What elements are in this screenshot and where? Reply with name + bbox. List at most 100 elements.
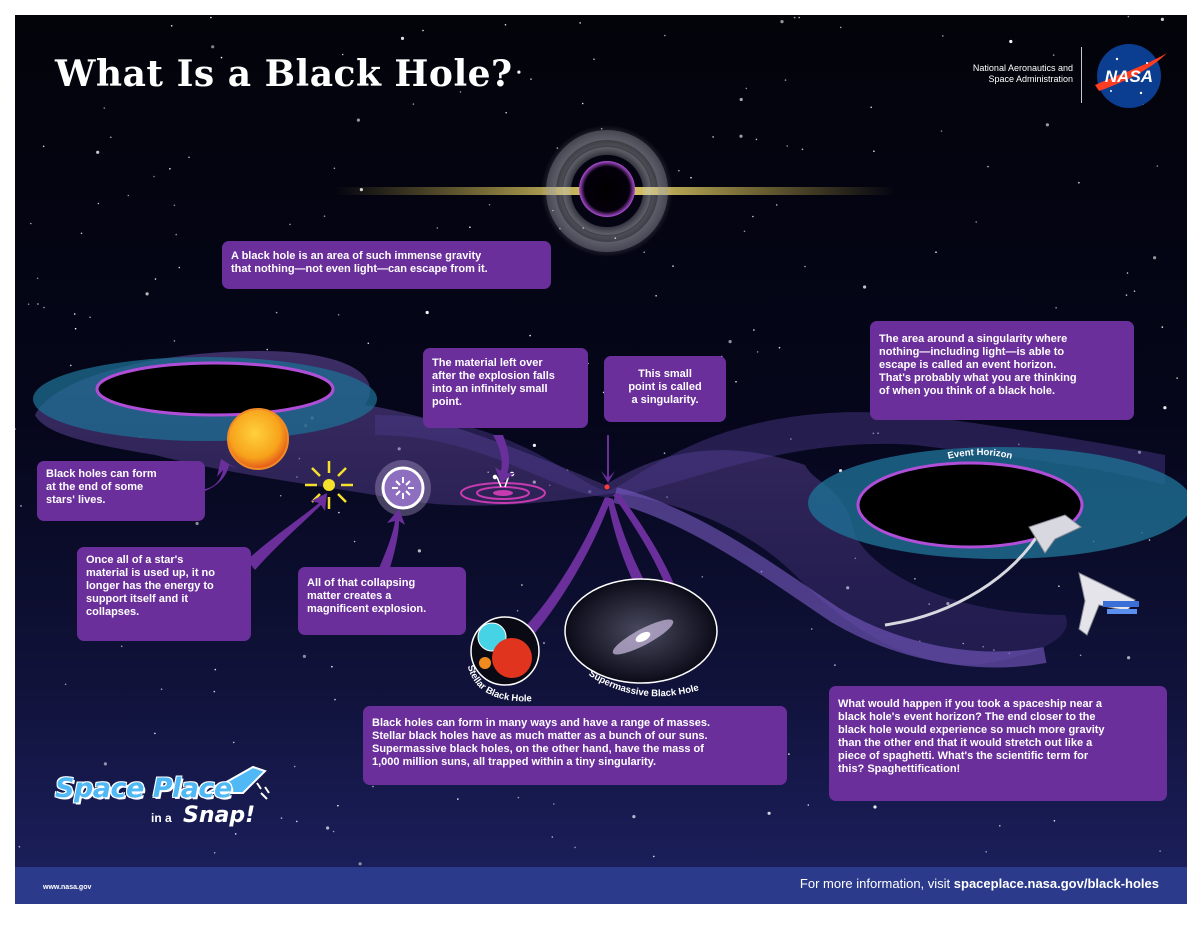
- star: [36, 277, 39, 280]
- agency-line-2: Space Administration: [988, 74, 1073, 84]
- star: [712, 136, 714, 138]
- singularity-point: [604, 484, 610, 490]
- star: [807, 804, 810, 806]
- nasa-url-link[interactable]: www.nasa.gov: [43, 884, 92, 891]
- material-falling-icon: [460, 471, 546, 504]
- material-line: after the explosion falls: [432, 370, 555, 382]
- star: [517, 796, 520, 799]
- footer-bar: www.nasa.gov For more information, visit…: [15, 867, 1187, 904]
- rocket-icon: [203, 765, 270, 800]
- star: [999, 825, 1001, 827]
- star: [74, 327, 77, 330]
- space-place-logo: Space Place in a Snap!: [53, 765, 283, 837]
- material-line: The material left over: [432, 357, 543, 369]
- event-horizon-line: That's probably what you are thinking: [879, 372, 1077, 384]
- star: [987, 165, 989, 168]
- star: [488, 203, 491, 206]
- event-horizon-line: nothing—including light—is able to: [879, 346, 1065, 358]
- star: [505, 111, 508, 114]
- material-callout: The material left over after the explosi…: [423, 348, 588, 428]
- star: [358, 862, 362, 866]
- star: [581, 102, 584, 105]
- event-horizon-line: of when you think of a black hole.: [879, 385, 1056, 397]
- star: [195, 521, 199, 526]
- explosion-line: All of that collapsing: [307, 577, 416, 589]
- star: [173, 204, 176, 207]
- star: [337, 314, 340, 316]
- star: [412, 103, 415, 105]
- star: [663, 452, 666, 455]
- star: [793, 16, 796, 19]
- star: [469, 226, 471, 228]
- star: [459, 91, 462, 93]
- star: [232, 741, 235, 744]
- star: [1160, 17, 1164, 21]
- singularity-callout: This small point is called a singularity…: [604, 356, 726, 422]
- star: [103, 762, 107, 766]
- spaghetti-line: piece of spaghetti. What's the scientifi…: [838, 750, 1089, 762]
- star: [810, 628, 813, 630]
- star: [400, 36, 405, 40]
- form-stars-line: at the end of some: [46, 481, 144, 493]
- black-hole-illustration: [335, 125, 895, 257]
- star: [914, 578, 916, 580]
- star: [18, 845, 21, 848]
- star: [175, 233, 177, 236]
- star: [653, 855, 655, 858]
- star: [870, 106, 872, 109]
- star: [422, 29, 424, 32]
- star: [80, 232, 83, 235]
- star: [767, 811, 771, 815]
- star: [752, 215, 754, 218]
- star: [266, 348, 268, 351]
- star: [289, 223, 291, 226]
- star: [326, 826, 330, 830]
- star: [1127, 15, 1130, 18]
- collapse-line: collapses.: [86, 606, 140, 618]
- star: [154, 732, 156, 735]
- star: [341, 53, 344, 56]
- star: [839, 26, 842, 29]
- masses-callout: Black holes can form in many ways and ha…: [363, 706, 787, 785]
- star: [755, 138, 758, 141]
- star: [1148, 539, 1151, 541]
- star: [834, 664, 836, 666]
- star: [367, 342, 370, 345]
- star: [739, 134, 743, 138]
- definition-line-1: A black hole is an area of such immense …: [231, 250, 482, 262]
- star: [42, 145, 45, 148]
- star: [275, 311, 278, 314]
- star: [778, 346, 781, 349]
- star: [353, 540, 356, 543]
- form-stars-line: stars' lives.: [46, 494, 106, 506]
- star: [43, 306, 45, 309]
- star: [110, 136, 112, 139]
- star: [516, 609, 519, 612]
- collapse-line: Once all of a star's: [86, 554, 184, 566]
- star: [15, 428, 16, 430]
- more-info-link[interactable]: spaceplace.nasa.gov/black-holes: [953, 876, 1159, 891]
- star: [1053, 820, 1056, 822]
- star: [735, 381, 737, 383]
- star: [338, 511, 340, 514]
- star: [188, 156, 190, 159]
- star: [632, 815, 636, 819]
- event-horizon-callout: The area around a singularity where noth…: [870, 321, 1134, 420]
- star: [211, 45, 215, 49]
- star: [1078, 181, 1080, 184]
- star: [664, 34, 666, 37]
- stellar-black-hole-icon: Stellar Black Hole: [465, 616, 540, 704]
- spaceship-icon: [1078, 572, 1139, 636]
- star: [37, 303, 39, 305]
- material-line: into an infinitely small: [432, 383, 548, 395]
- star: [678, 169, 680, 172]
- event-horizon-label: Event Horizon: [947, 447, 1014, 462]
- explosion-line: matter creates a: [307, 590, 392, 602]
- star: [173, 340, 176, 342]
- star: [739, 97, 743, 102]
- collapse-callout: Once all of a star's material is used up…: [77, 547, 251, 641]
- star: [425, 310, 429, 315]
- agency-name: National Aeronautics and Space Administr…: [935, 63, 1073, 85]
- star: [775, 204, 778, 206]
- agency-line-1: National Aeronautics and: [972, 63, 1073, 73]
